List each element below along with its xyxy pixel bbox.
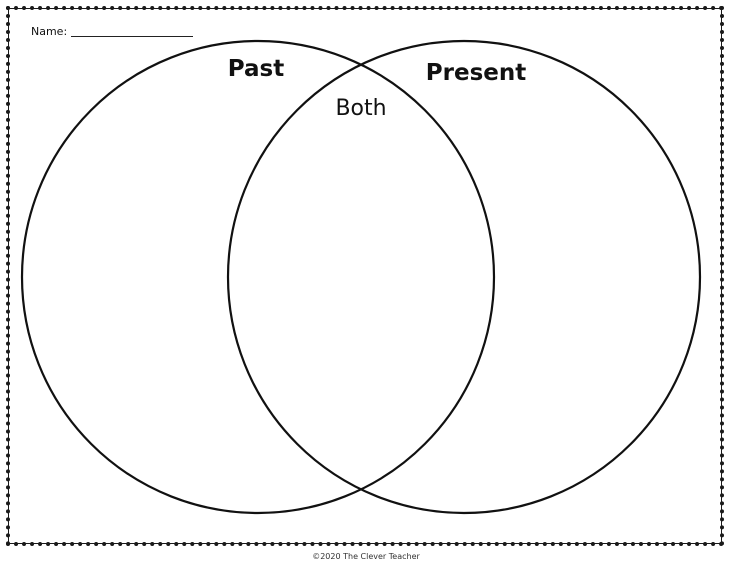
- label-both: Both: [335, 96, 386, 121]
- label-past: Past: [228, 56, 284, 82]
- circle-present[interactable]: [226, 39, 702, 515]
- label-present: Present: [426, 60, 526, 86]
- name-field: Name:: [31, 25, 194, 38]
- name-label: Name:: [31, 25, 68, 38]
- worksheet-border: [6, 6, 724, 546]
- copyright-footer: ©2020 The Clever Teacher: [312, 552, 420, 561]
- name-line[interactable]: [71, 36, 194, 37]
- circle-past[interactable]: [20, 39, 496, 515]
